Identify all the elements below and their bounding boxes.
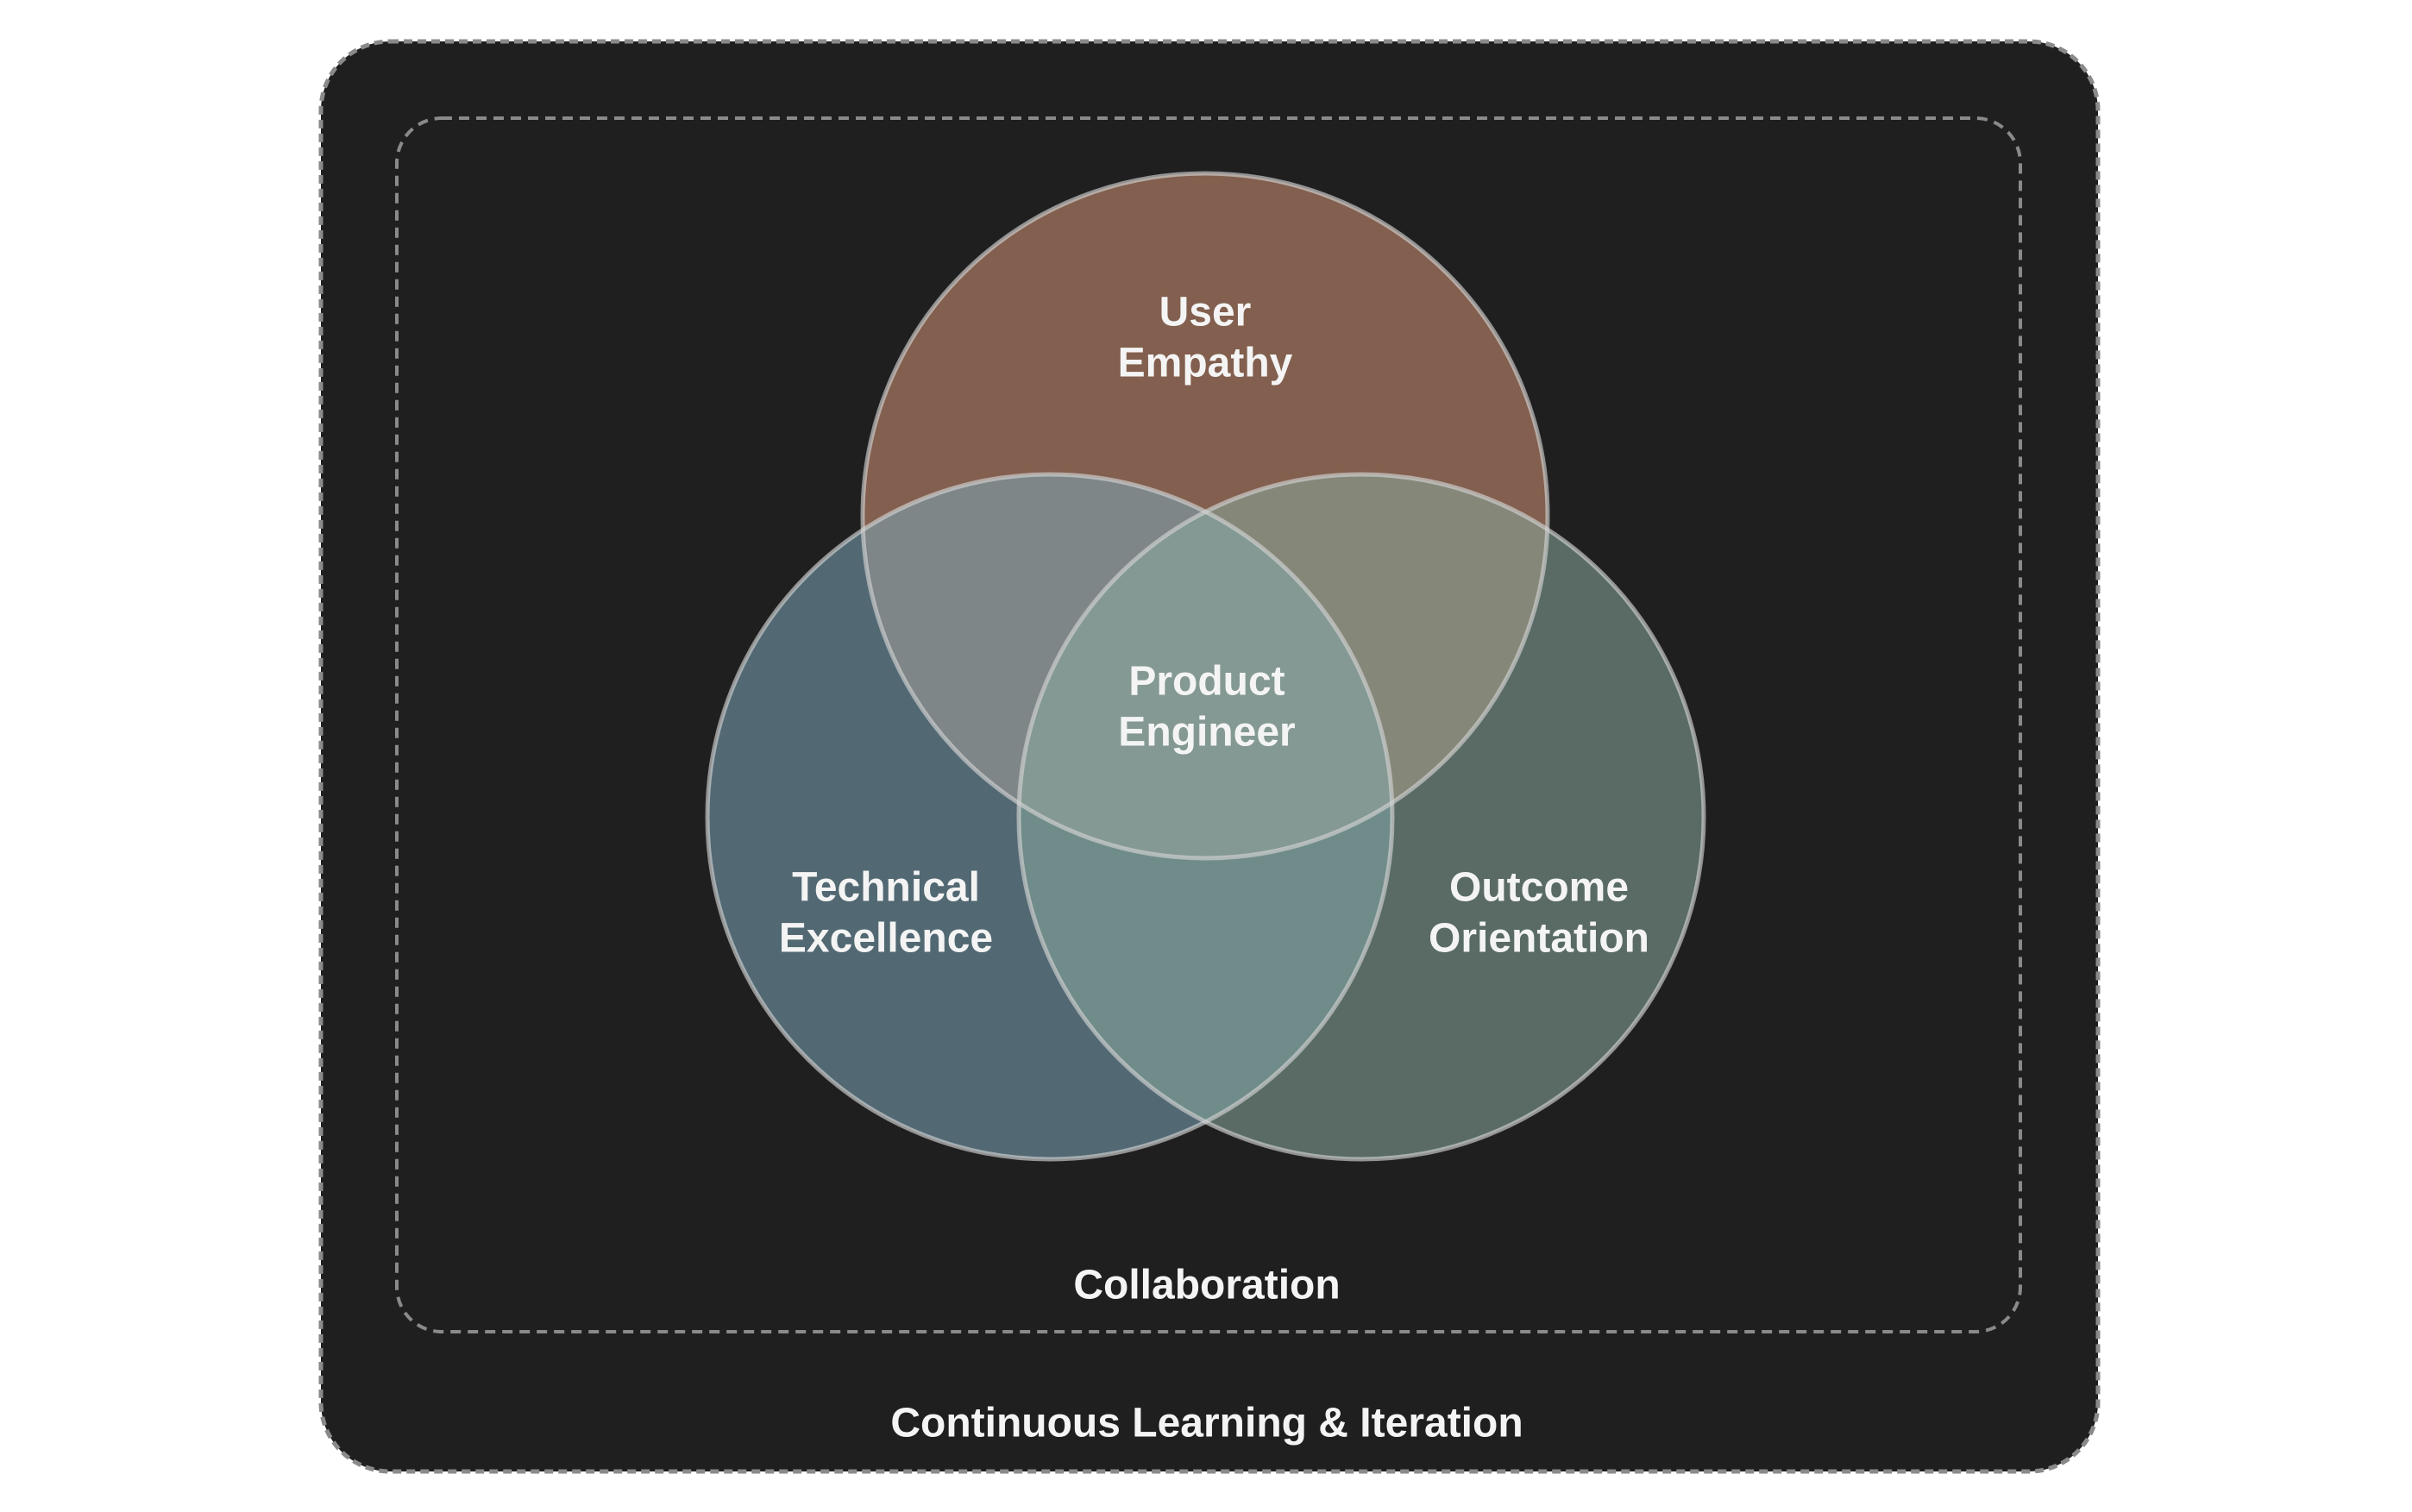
technical-excellence-label: Technical Excellence [779, 863, 993, 963]
product-engineer-label: Product Engineer [1118, 656, 1295, 757]
product-engineer-label-line1: Product [1128, 658, 1285, 705]
inner-frame [395, 116, 2022, 1333]
user-empathy-label-line2: Empathy [1117, 340, 1293, 386]
outcome-orientation-label-line1: Outcome [1448, 864, 1630, 911]
user-empathy-label-line1: User [1159, 289, 1252, 336]
technical-excellence-label-line2: Excellence [778, 915, 994, 961]
user-empathy-label: User Empathy [1118, 287, 1293, 388]
product-engineer-label-line2: Engineer [1118, 709, 1296, 755]
continuous-learning-label: Continuous Learning & Iteration [890, 1400, 1523, 1446]
outcome-orientation-label-line2: Orientation [1428, 915, 1650, 961]
outcome-orientation-label: Outcome Orientation [1429, 863, 1649, 963]
collaboration-label: Collaboration [1073, 1262, 1341, 1308]
technical-excellence-label-line1: Technical [792, 864, 980, 911]
technical-excellence-outline [705, 472, 1395, 1162]
user-empathy-outline [860, 171, 1550, 861]
outcome-orientation-outline [1016, 472, 1706, 1162]
outcome-orientation-circle [1019, 474, 1704, 1159]
